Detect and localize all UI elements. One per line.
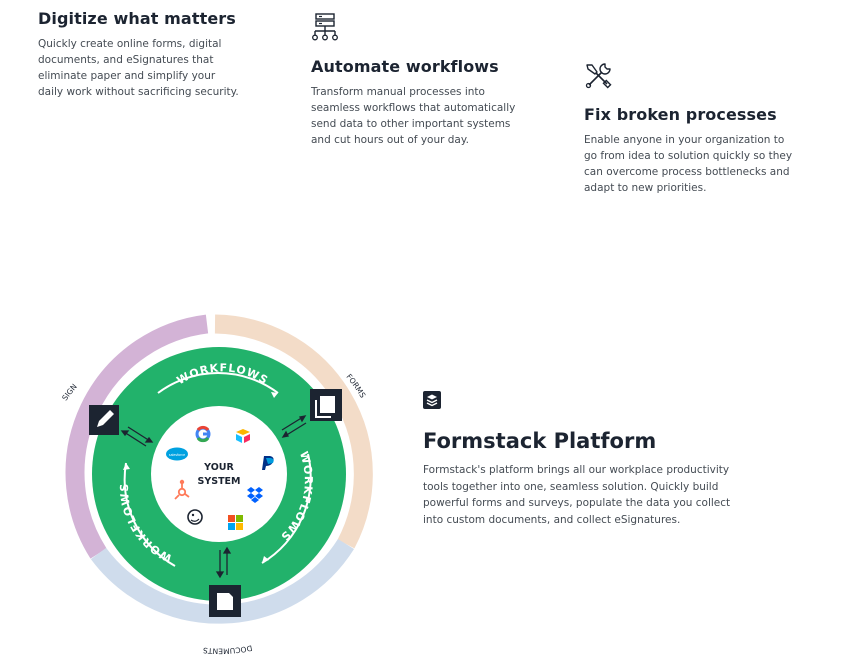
feature-description: Transform manual processes into seamless… (311, 86, 516, 146)
platform-title: Formstack Platform (423, 429, 657, 453)
sign-label: SIGN (60, 382, 79, 402)
formstack-layers-icon (423, 391, 441, 409)
forms-connector-arrows (281, 415, 307, 438)
center-label-system: SYSTEM (198, 476, 241, 487)
feature-automate: Automate workflows Transform manual proc… (311, 57, 521, 148)
hubspot-icon (174, 479, 190, 500)
forms-pages-icon (310, 389, 342, 421)
google-icon (195, 425, 211, 443)
platform-diagram: WORKFLOWS WORKFLOWS WORKFLOWS SIGN FORMS… (60, 314, 373, 656)
feature-digitize: Digitize what matters Quickly create onl… (38, 9, 243, 100)
documents-page-icon (209, 585, 241, 617)
forms-segment (214, 314, 373, 549)
airtable-icon (236, 429, 250, 443)
microsoft-icon (228, 515, 243, 530)
center-circle (151, 406, 287, 542)
feature-description: Quickly create online forms, digital doc… (38, 38, 239, 98)
feature-title: Fix broken processes (584, 105, 777, 124)
documents-connector-arrows (215, 546, 232, 579)
feature-title: Digitize what matters (38, 9, 236, 28)
feature-fix: Fix broken processes Enable anyone in yo… (584, 105, 794, 196)
svg-text:salesforce: salesforce (169, 453, 185, 457)
salesforce-icon: salesforce (166, 447, 188, 461)
center-label-your: YOUR (203, 462, 234, 473)
workflow-hierarchy-icon (312, 13, 338, 41)
wrench-screwdriver-icon (585, 63, 612, 89)
mailchimp-icon (187, 509, 203, 525)
platform-description: Formstack's platform brings all our work… (423, 464, 731, 526)
sign-connector-arrows (120, 426, 154, 447)
sign-pen-icon (89, 405, 119, 435)
documents-label: DOCUMENTS (202, 643, 253, 655)
feature-title: Automate workflows (311, 57, 499, 76)
paypal-icon (262, 456, 274, 470)
dropbox-icon (247, 487, 263, 503)
feature-description: Enable anyone in your organization to go… (584, 134, 793, 194)
